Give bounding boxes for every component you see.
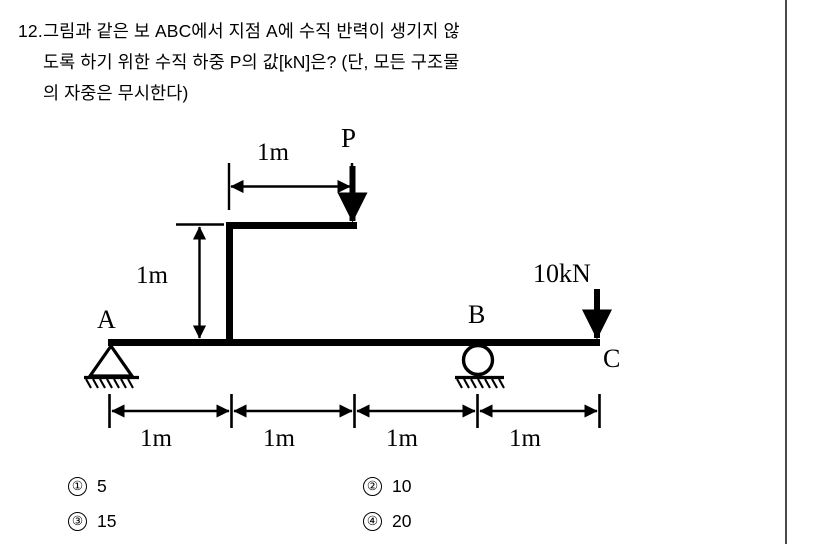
question-line-2: 도록 하기 위한 수직 하중 P의 값[kN]은? (단, 모든 구조물 [42, 52, 460, 72]
question-text: 그림과 같은 보 ABC에서 지점 A에 수직 반력이 생기지 않 도록 하기 … [43, 16, 758, 109]
choice-label-3: 15 [97, 511, 117, 531]
question-line-1: 그림과 같은 보 ABC에서 지점 A에 수직 반력이 생기지 않 [42, 21, 460, 41]
load-label-p: P [341, 123, 356, 153]
pin-support-a [84, 343, 139, 389]
load-label-10kn: 10kN [533, 259, 591, 288]
dimension-span-1: 1m [111, 404, 230, 452]
dimension-column-height: 1m [136, 223, 224, 339]
dimension-arm-length: 1m [227, 139, 354, 210]
dimension-span-2: 1m [233, 404, 353, 452]
dimension-label-span-2: 1m [263, 425, 296, 452]
dimension-chain-spans: 1m 1m 1m 1m [108, 394, 601, 452]
dimension-label-span-3: 1m [386, 425, 419, 452]
choice-label-4: 20 [392, 511, 412, 531]
answer-choice-1[interactable]: ① 5 [68, 476, 107, 497]
question-number: 12. [18, 21, 43, 41]
roller-support-b [455, 343, 505, 389]
dimension-span-4: 1m [479, 404, 598, 452]
question-block: 12. 그림과 같은 보 ABC에서 지점 A에 수직 반력이 생기지 않 도록… [18, 16, 758, 109]
choice-marker-2: ② [363, 477, 382, 496]
node-label-a: A [97, 305, 116, 334]
page-column-divider [785, 0, 787, 544]
choice-label-1: 5 [97, 476, 107, 496]
beam-diagram: A B C P 10kN 1m 1m [0, 118, 785, 468]
dimension-label-column: 1m [136, 262, 169, 289]
dimension-span-3: 1m [356, 404, 476, 452]
bracket-vertical-column [226, 222, 233, 342]
answer-choice-2[interactable]: ② 10 [363, 476, 411, 497]
node-label-b: B [468, 300, 485, 329]
answer-choice-4[interactable]: ④ 20 [363, 511, 411, 532]
choice-marker-1: ① [68, 477, 87, 496]
dimension-label-span-1: 1m [140, 425, 173, 452]
answer-choice-3[interactable]: ③ 15 [68, 511, 116, 532]
beam-member-abc [108, 339, 600, 346]
choice-marker-4: ④ [363, 512, 382, 531]
answer-choices: ① 5 ② 10 ③ 15 ④ 20 [0, 474, 785, 544]
node-label-c: C [603, 344, 620, 373]
dimension-label-arm: 1m [257, 139, 290, 166]
question-line-3: 의 자중은 무시한다) [42, 83, 189, 103]
choice-marker-3: ③ [68, 512, 87, 531]
dimension-label-span-4: 1m [509, 425, 542, 452]
choice-label-2: 10 [392, 476, 412, 496]
question-row: 12. 그림과 같은 보 ABC에서 지점 A에 수직 반력이 생기지 않 도록… [18, 16, 758, 109]
bracket-horizontal-arm [226, 222, 357, 229]
